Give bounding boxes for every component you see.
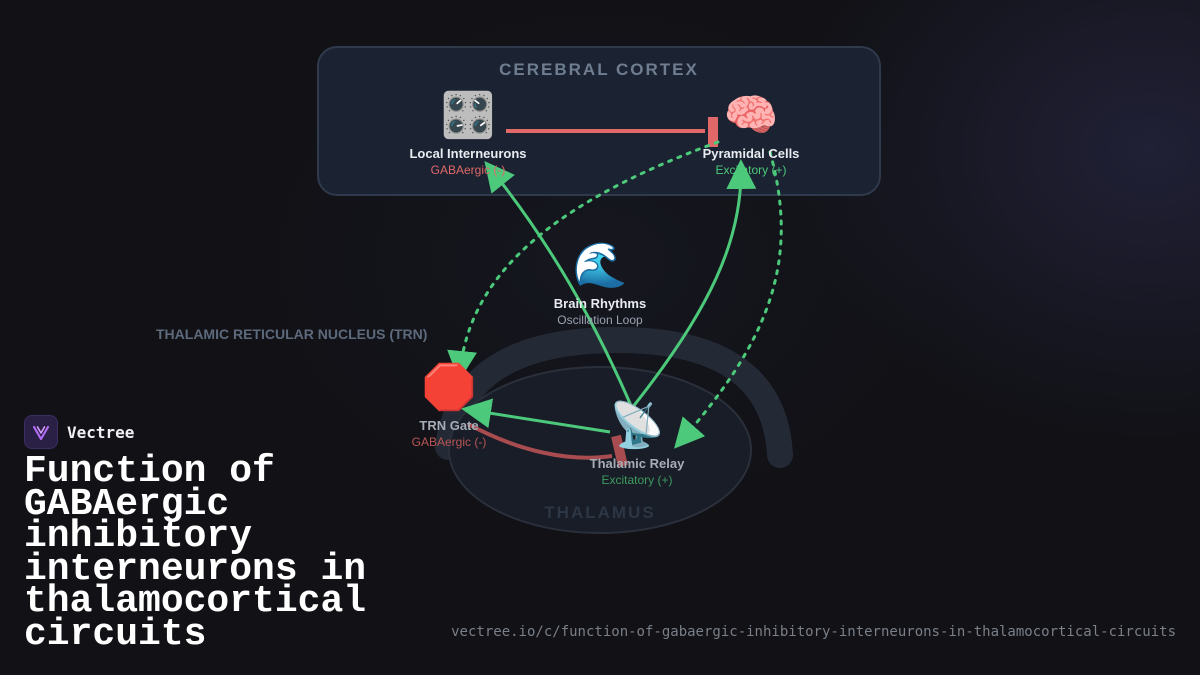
node-name: TRN Gate	[419, 418, 479, 433]
node-name: Brain Rhythms	[553, 296, 647, 311]
thalamus-region-label: THALAMUS	[544, 503, 655, 522]
node-brain-rhythms: 🌊 Brain Rhythms Oscillation Loop	[510, 241, 690, 328]
satellite-antenna-icon: 📡	[609, 401, 665, 450]
edge-relay-to-interneurons	[484, 160, 634, 409]
source-url[interactable]: vectree.io/c/function-of-gabaergic-inhib…	[451, 624, 1176, 640]
brand[interactable]: Vectree	[24, 415, 134, 449]
node-name: Local Interneurons	[409, 146, 527, 161]
page-title: Function of GABAergic inhibitory interne…	[24, 450, 367, 656]
node-type: Oscillation Loop	[557, 313, 643, 327]
node-type: GABAergic (-)	[430, 163, 506, 177]
brain-icon: 🧠	[723, 91, 779, 140]
node-name: Thalamic Relay	[589, 456, 685, 471]
cortex-region-label: CEREBRAL CORTEX	[499, 60, 699, 79]
vectree-logo-icon	[24, 415, 58, 449]
edge-trn-to-relay	[467, 422, 613, 460]
thalamus-region	[448, 366, 752, 534]
edge-pyramidal-to-trn	[447, 140, 720, 381]
brand-name: Vectree	[67, 422, 135, 442]
trn-region-label: THALAMIC RETICULAR NUCLEUS (TRN)	[156, 326, 428, 342]
trn-arc	[435, 326, 793, 468]
inhibition-bar-relay	[611, 434, 628, 468]
node-name: Pyramidal Cells	[702, 146, 800, 161]
node-type: GABAergic (-)	[411, 435, 487, 449]
node-local-interneurons: 🎛️ Local Interneurons GABAergic (-)	[378, 91, 558, 178]
water-wave-icon: 🌊	[572, 241, 628, 290]
node-thalamic-relay: 📡 Thalamic Relay Excitatory (+)	[547, 401, 727, 488]
node-trn-gate: 🛑 TRN Gate GABAergic (-)	[359, 363, 539, 450]
stop-sign-icon: 🛑	[421, 363, 477, 412]
edge-relay-to-trn	[461, 398, 611, 434]
edge-pyramidal-to-relay	[674, 150, 783, 449]
node-type: Excitatory (+)	[715, 163, 787, 177]
control-knobs-icon: 🎛️	[440, 91, 496, 140]
node-type: Excitatory (+)	[601, 473, 673, 487]
node-pyramidal-cells: 🧠 Pyramidal Cells Excitatory (+)	[661, 91, 841, 178]
cerebral-cortex-region	[317, 46, 881, 196]
edge-relay-to-pyramidal	[630, 159, 757, 409]
